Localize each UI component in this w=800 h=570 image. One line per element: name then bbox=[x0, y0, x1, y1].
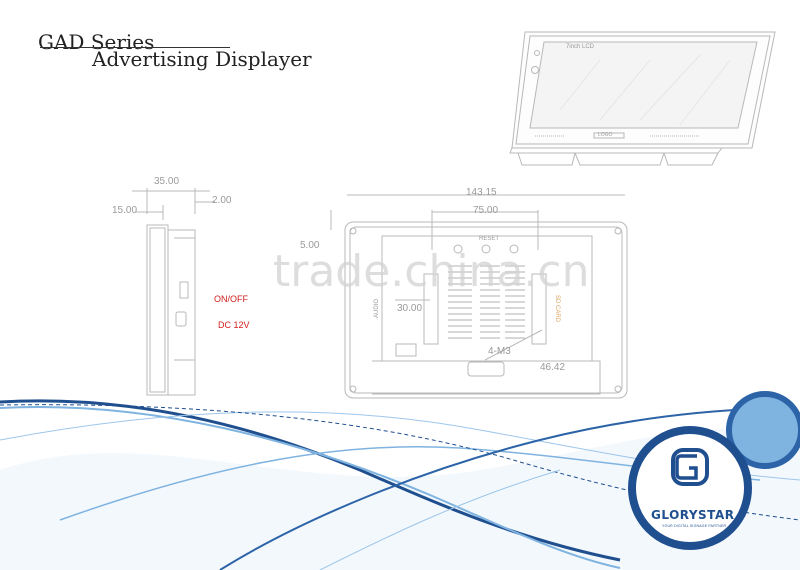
watermark: trade.china.cn bbox=[273, 246, 590, 297]
back-label-reset: RESET bbox=[479, 236, 500, 242]
label-dc12v: DC 12V bbox=[218, 320, 250, 330]
back-dim-width: 143.15 bbox=[466, 187, 497, 198]
glorystar-logo-mark bbox=[628, 391, 800, 550]
back-dim-vertical: 30.00 bbox=[397, 303, 423, 314]
title-line1: GAD Series bbox=[38, 30, 155, 54]
side-dim-left: 15.00 bbox=[112, 205, 138, 216]
logo-tagline: YOUR DIGITAL SIGNAGE PARTNER bbox=[662, 524, 727, 528]
back-label-audio: AUDIO bbox=[374, 298, 380, 318]
back-dim-bottom: 46.42 bbox=[540, 362, 566, 373]
back-dim-side: 5.00 bbox=[300, 240, 320, 251]
side-dim-right: 2.00 bbox=[212, 195, 232, 206]
back-dim-holes: 4-M3 bbox=[488, 346, 511, 357]
wave-decoration bbox=[0, 399, 800, 570]
back-view bbox=[330, 194, 628, 399]
vent-grilles bbox=[448, 265, 525, 339]
product-perspective bbox=[509, 31, 776, 166]
title-line2: Advertising Displayer bbox=[92, 47, 312, 71]
logo-brand-text: GLORYSTAR bbox=[651, 508, 735, 522]
product-brand-label: LOGO bbox=[598, 132, 613, 138]
back-label-sdcard: SD CARD bbox=[554, 295, 560, 323]
back-dim-inner: 75.00 bbox=[473, 205, 499, 216]
product-screen-label: 7inch LCD bbox=[566, 44, 595, 50]
label-onoff: ON/OFF bbox=[214, 294, 248, 304]
title-rule bbox=[40, 47, 230, 48]
side-view bbox=[132, 188, 215, 396]
side-dim-top: 35.00 bbox=[154, 176, 180, 187]
